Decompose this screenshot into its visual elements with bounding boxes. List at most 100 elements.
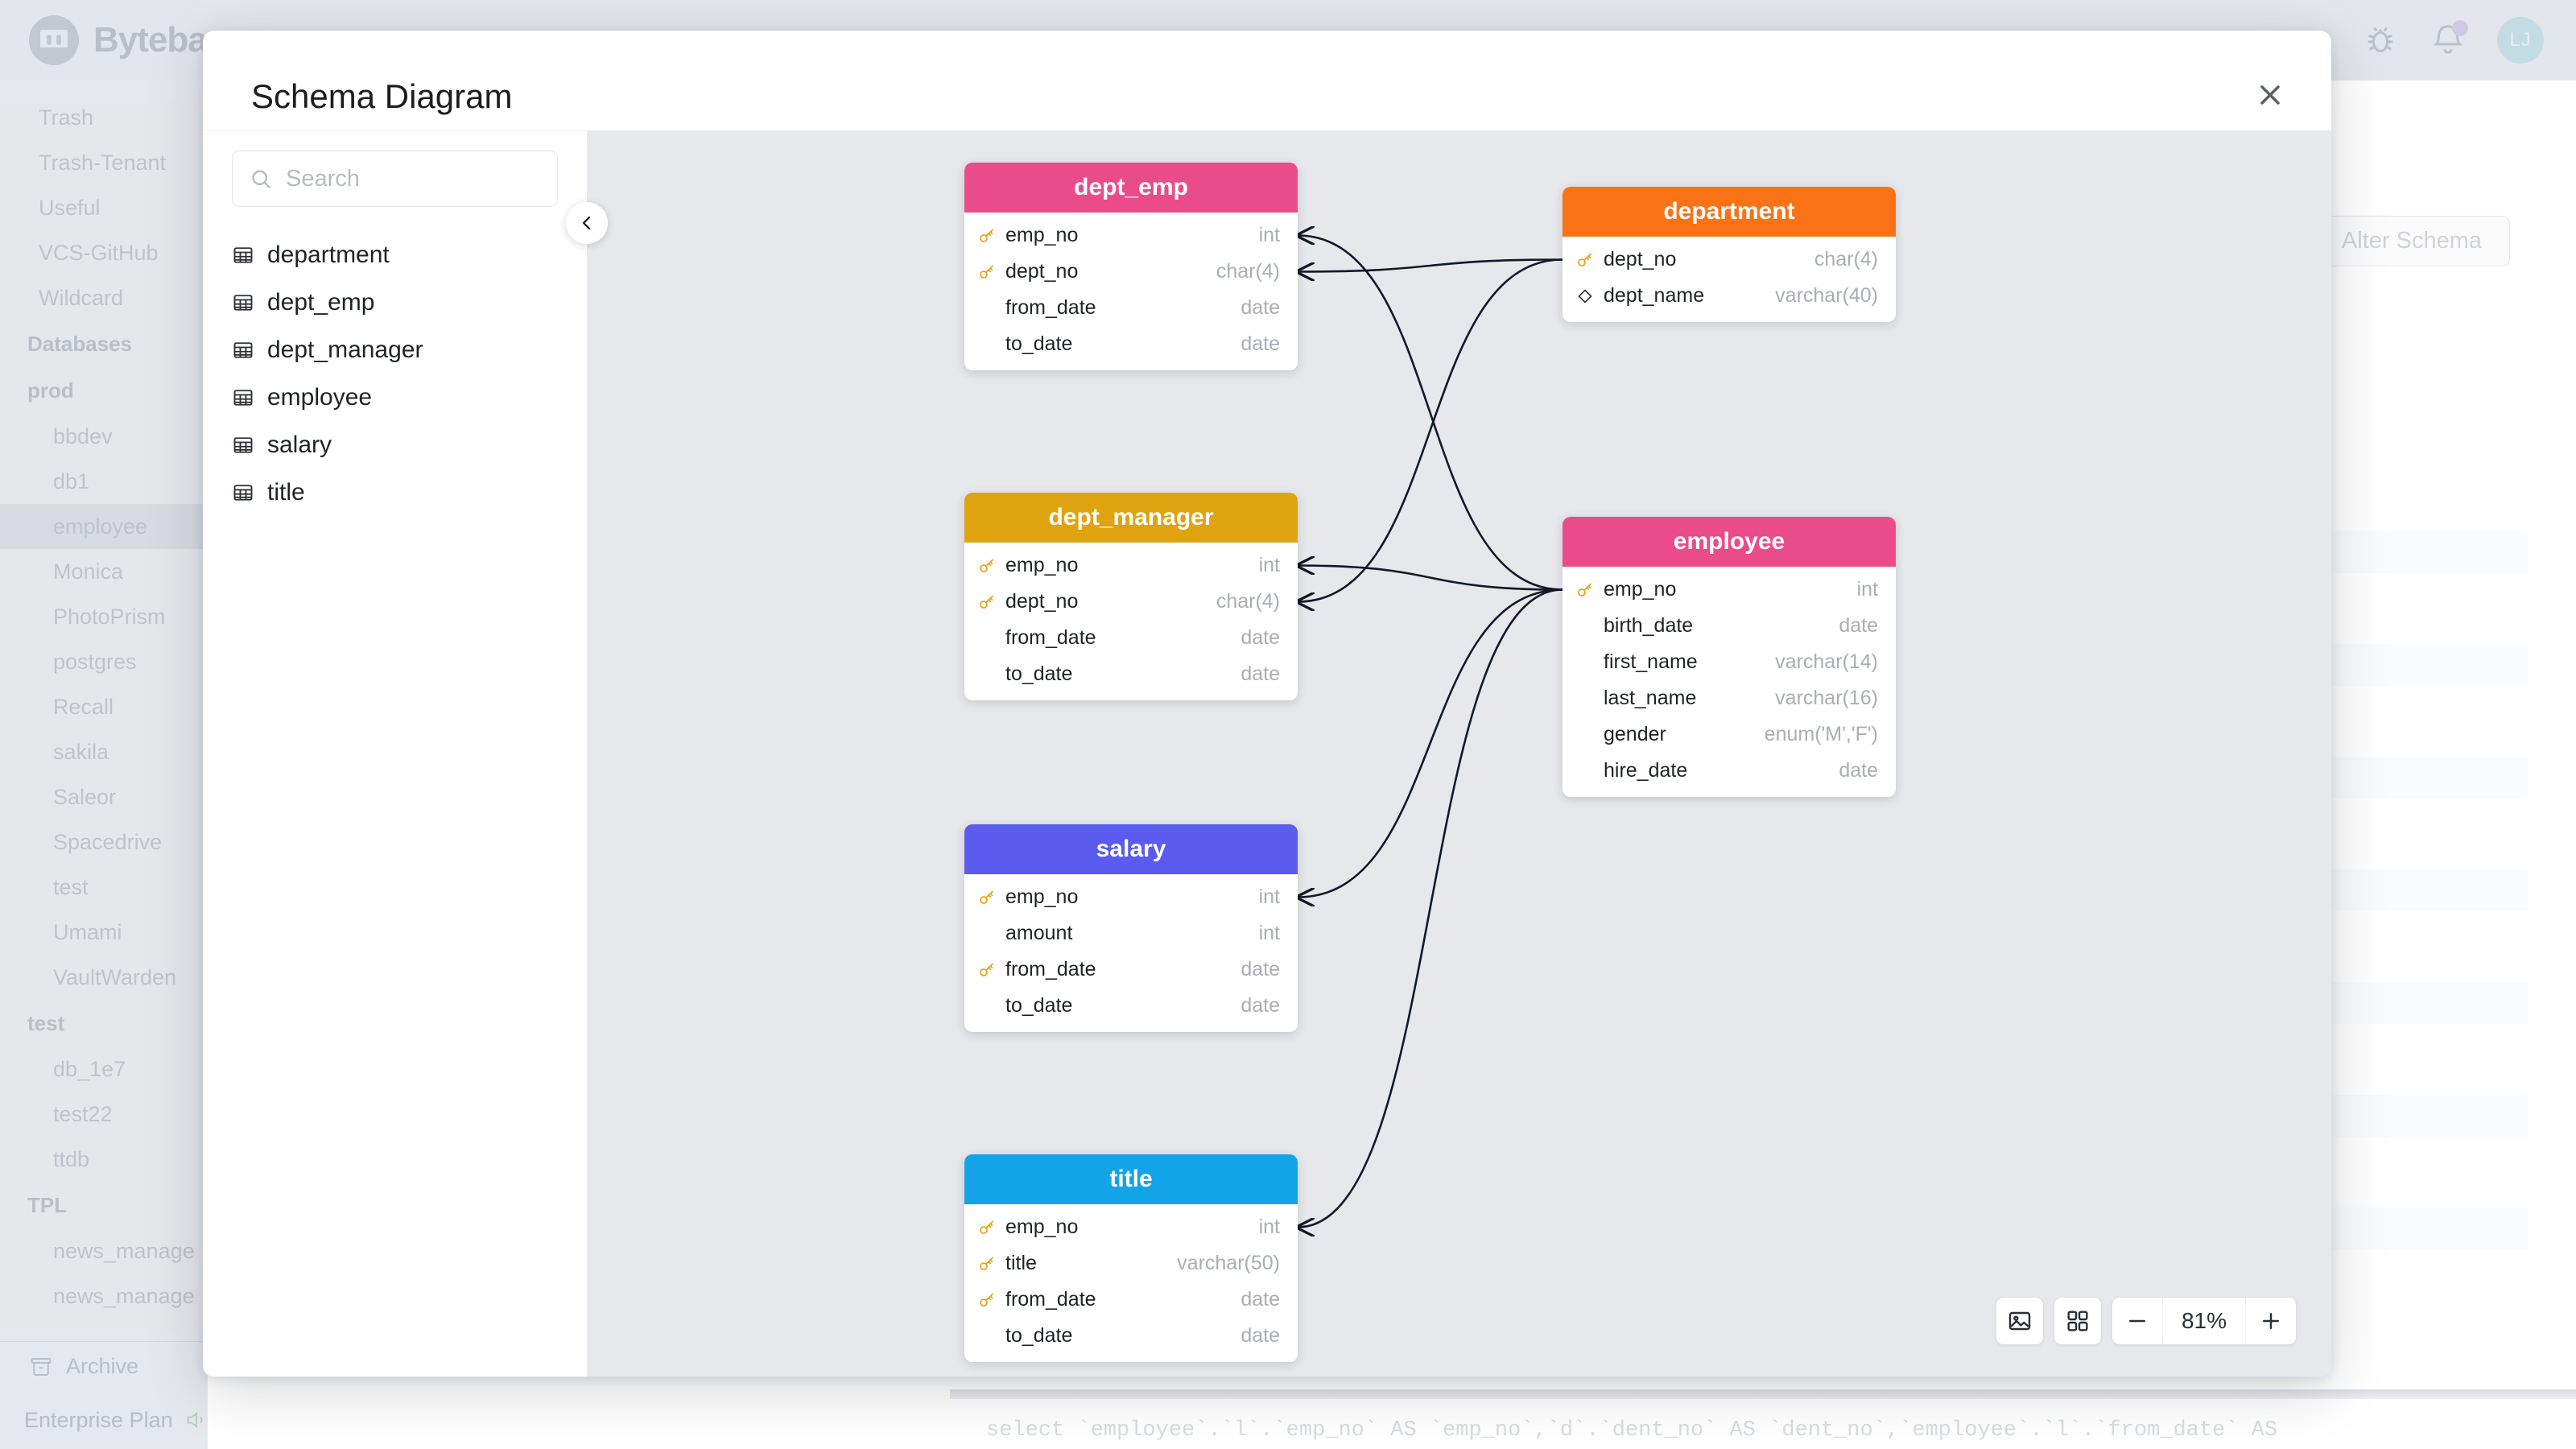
sidebar-item-test22[interactable]: test22: [53, 1101, 113, 1126]
diagram-column-row[interactable]: to_date date: [964, 988, 1298, 1024]
diagram-column-row[interactable]: emp_no int: [1563, 572, 1896, 608]
column-name: dept_no: [1005, 260, 1079, 283]
collapse-panel-button[interactable]: [566, 202, 608, 244]
column-type: int: [1856, 578, 1878, 601]
image-icon[interactable]: [1996, 1298, 2043, 1344]
sidebar-item-recall[interactable]: Recall: [53, 694, 114, 719]
sidebar-item-trash[interactable]: Trash: [39, 105, 94, 130]
column-name: emp_no: [1604, 578, 1677, 601]
column-icon: [1575, 689, 1595, 708]
sidebar-item-trash-tenant[interactable]: Trash-Tenant: [39, 150, 167, 175]
diagram-edge: [1298, 588, 1563, 898]
diagram-edge: [1298, 236, 1563, 591]
column-icon: [977, 299, 997, 318]
diagram-column-row[interactable]: hire_date date: [1563, 753, 1896, 789]
column-type: varchar(14): [1775, 650, 1878, 673]
sidebar-item-wildcard[interactable]: Wildcard: [39, 285, 124, 310]
column-name: hire_date: [1604, 759, 1688, 782]
column-icon: [1575, 250, 1595, 270]
sidebar-item-ttdb[interactable]: ttdb: [53, 1146, 90, 1171]
sidebar-item-employee[interactable]: employee: [0, 504, 208, 549]
search-input[interactable]: [286, 165, 541, 192]
column-icon: [977, 629, 997, 648]
column-type: date: [1241, 1324, 1280, 1347]
sidebar-item-postgres[interactable]: postgres: [53, 649, 137, 674]
sidebar-item-news-manage[interactable]: news_manage: [53, 1238, 195, 1263]
column-type: date: [1241, 958, 1280, 980]
sidebar-item-monica[interactable]: Monica: [53, 559, 124, 584]
diagram-node-title: title: [964, 1154, 1298, 1204]
sidebar-item-useful[interactable]: Useful: [39, 195, 101, 220]
column-name: last_name: [1604, 687, 1697, 709]
bell-icon[interactable]: [2429, 20, 2468, 59]
table-list-item[interactable]: dept_manager: [232, 326, 558, 374]
sidebar-item-photoprism[interactable]: PhotoPrism: [53, 604, 166, 629]
plus-icon[interactable]: [2246, 1298, 2296, 1344]
table-list-item-label: title: [267, 478, 305, 506]
search-box[interactable]: [232, 151, 558, 207]
table-list-item[interactable]: dept_emp: [232, 279, 558, 326]
bytebase-logo-icon: [29, 15, 79, 65]
table-list-item[interactable]: employee: [232, 374, 558, 421]
sidebar-item-vcs-github[interactable]: VCS-GitHub: [39, 240, 159, 265]
sidebar-item-vaultwarden[interactable]: VaultWarden: [53, 964, 177, 989]
archive-label: Archive: [66, 1354, 139, 1378]
avatar[interactable]: LJ: [2497, 17, 2544, 64]
sidebar-item-spacedrive[interactable]: Spacedrive: [53, 829, 163, 854]
grid-icon[interactable]: [2054, 1298, 2101, 1344]
alter-schema-button[interactable]: Alter Schema: [2313, 216, 2510, 266]
sidebar-item-sakila[interactable]: sakila: [53, 739, 109, 764]
column-type: date: [1839, 759, 1878, 782]
bug-icon[interactable]: [2362, 22, 2399, 59]
close-icon[interactable]: [2248, 72, 2293, 118]
sidebar-item-news-manage[interactable]: news_manage: [53, 1283, 195, 1308]
sql-preview-divider: [950, 1389, 2576, 1399]
sidebar-item-db-1e7[interactable]: db_1e7: [53, 1056, 126, 1081]
column-icon: [977, 1254, 997, 1274]
column-icon: [977, 335, 997, 354]
minus-icon[interactable]: [2112, 1298, 2162, 1344]
column-type: date: [1241, 994, 1280, 1017]
table-list-item[interactable]: department: [232, 231, 558, 279]
sidebar-item-umami[interactable]: Umami: [53, 919, 122, 944]
column-name: to_date: [1005, 994, 1073, 1017]
diagram-node-title: department: [1563, 187, 1896, 237]
sidebar-item-db1[interactable]: db1: [53, 469, 90, 493]
column-type: date: [1241, 296, 1280, 319]
column-type: int: [1258, 1216, 1280, 1238]
sidebar-item-test[interactable]: test: [53, 874, 89, 899]
sidebar-item-saleor[interactable]: Saleor: [53, 784, 117, 809]
sidebar-item-bbdev[interactable]: bbdev: [53, 423, 113, 448]
table-list-item[interactable]: salary: [232, 421, 558, 469]
table-list-item[interactable]: title: [232, 469, 558, 516]
